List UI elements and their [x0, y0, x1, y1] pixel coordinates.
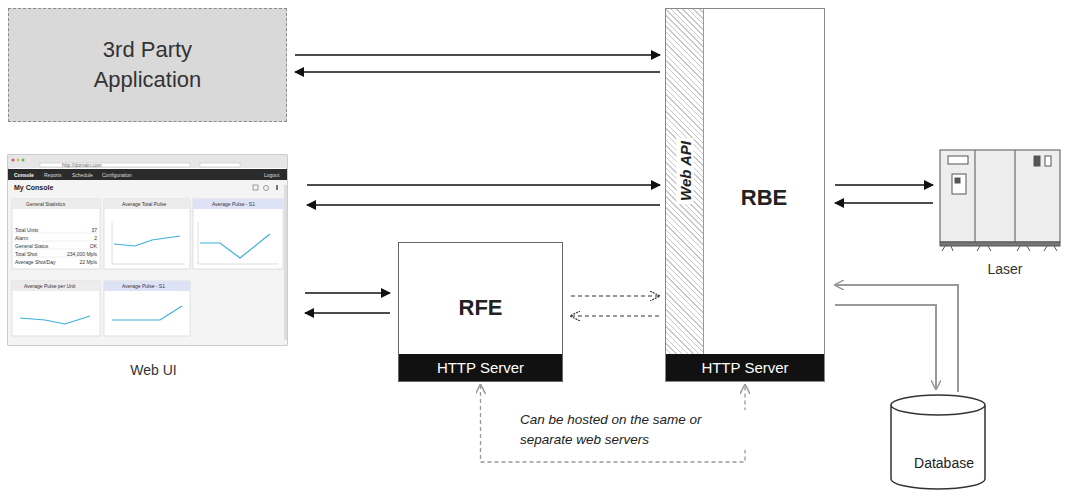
web-ui-screenshot	[8, 155, 287, 345]
screenshot-text: Console	[14, 172, 44, 178]
node-text: RBE	[704, 185, 824, 211]
screenshot-text: http://domain.com	[62, 162, 122, 168]
connector	[835, 202, 933, 203]
screenshot-text: Logout	[264, 172, 284, 178]
database-cylinder: Database	[888, 393, 1000, 493]
server-band: HTTP Server	[666, 354, 824, 381]
screenshot-text: Average Pulse per Unit	[24, 283, 94, 289]
connector	[295, 54, 660, 55]
screenshot-text: Total Shot	[15, 251, 65, 257]
node-text: RFE	[399, 295, 562, 321]
node-text: Web API	[676, 138, 693, 204]
edge-note: Can be hosted on the same or separate we…	[520, 410, 750, 450]
screenshot-text: General Status	[15, 243, 65, 249]
screenshot-text: 2	[70, 235, 97, 241]
backend-box: RBE Web API HTTP Server	[665, 8, 825, 382]
screenshot-text: Average Shot/Day	[15, 259, 65, 265]
node-text: HTTP Server	[701, 359, 788, 376]
frontend-box: RFE HTTP Server	[398, 242, 563, 382]
screenshot-text: 37	[70, 227, 97, 233]
screenshot-text: Reports	[44, 172, 74, 178]
node-text: Web UI	[8, 362, 299, 378]
screenshot-text: General Statistics	[26, 201, 86, 207]
screenshot-text: Alarm	[15, 235, 65, 241]
connector	[835, 305, 936, 389]
node-text: Database	[888, 455, 1000, 471]
connector	[295, 71, 660, 72]
connector	[307, 204, 660, 205]
server-band: HTTP Server	[399, 354, 562, 381]
connector	[835, 285, 958, 392]
screenshot-text: My Console	[14, 184, 74, 192]
screenshot-text: Total Units	[15, 227, 65, 233]
node-text: Laser	[935, 261, 1066, 277]
screenshot-text: 22 Mpls	[65, 259, 97, 265]
screenshot-text: Average Pulse - S1	[212, 201, 272, 207]
connector	[571, 295, 659, 296]
laser-node: Laser	[935, 145, 1066, 277]
connector	[305, 312, 390, 313]
connector	[835, 184, 933, 185]
api-strip: Web API	[666, 9, 704, 354]
screenshot-text: Average Total Pulse	[122, 201, 182, 207]
node-text: HTTP Server	[437, 359, 524, 376]
application-box: 3rd Party Application	[8, 8, 287, 122]
connector	[305, 292, 390, 293]
connector	[571, 315, 659, 316]
laser-illustration	[940, 150, 1060, 251]
screenshot-text: Average Pulse - S1	[122, 283, 182, 289]
connector	[307, 184, 660, 185]
screenshot-text: Configuration	[102, 172, 142, 178]
screenshot-text: OK	[70, 243, 97, 249]
screenshot-text: 234,000 Mpls	[65, 251, 97, 257]
cylinder-outline	[888, 393, 988, 493]
node-text: 3rd Party Application	[73, 35, 223, 95]
screenshot-text: Schedule	[72, 172, 102, 178]
